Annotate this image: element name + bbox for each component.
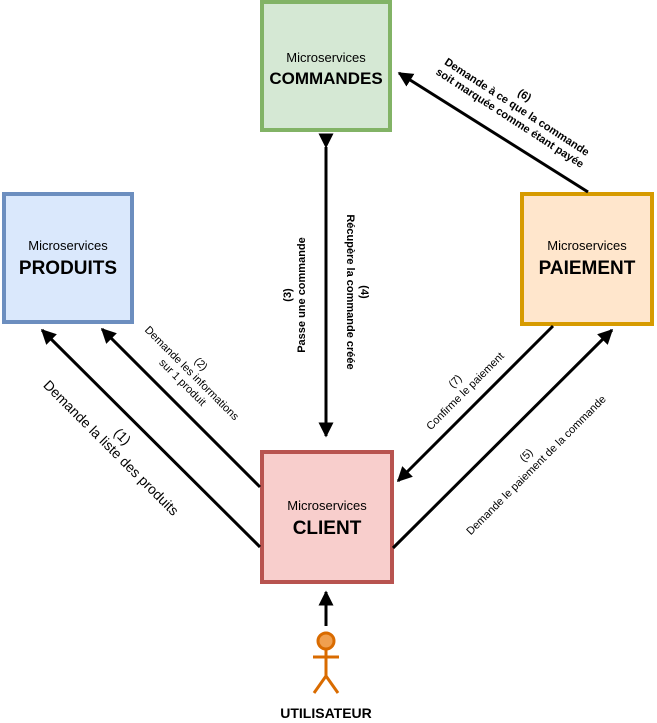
edge-5-text: Demande le paiement de la commande (464, 393, 608, 537)
edge-label-2: (2) Demande les informations sur 1 produ… (142, 324, 241, 423)
box-client-rect (260, 450, 394, 584)
box-produits-sub: Microservices (28, 238, 108, 253)
box-produits-title: PRODUITS (19, 258, 117, 279)
edge-3-text: Passe une commande (296, 237, 308, 353)
edge-4-text: Récupère la commande créée (344, 214, 356, 369)
edge-7-text: Confirme le paiement (424, 350, 506, 432)
arrow-5 (391, 328, 614, 550)
actor-label: UTILISATEUR (280, 705, 372, 721)
box-commandes: Microservices COMMANDES (260, 0, 392, 132)
actor-icon (312, 631, 340, 694)
edge-2-line1: Demande les informations (142, 324, 241, 423)
box-paiement-title: PAIEMENT (539, 258, 636, 279)
box-commandes-rect (260, 0, 392, 132)
box-paiement-sub: Microservices (547, 238, 627, 253)
box-paiement: Microservices PAIEMENT (520, 192, 654, 326)
arrow-7 (396, 324, 555, 483)
box-commandes-sub: Microservices (286, 50, 366, 65)
edge-6-line2: soit marquée comme étant payée (433, 66, 585, 171)
box-produits: Microservices PRODUITS (2, 192, 134, 324)
edge-6-line1: Demande à ce que la commande (442, 56, 591, 159)
edge-label-1: (1) Demande la liste des produits (40, 377, 182, 519)
box-client-sub: Microservices (287, 498, 367, 513)
box-client-title: CLIENT (293, 518, 362, 539)
edge-4-num: (4) (358, 285, 370, 299)
edge-label-4: (4) Récupère la commande créée (344, 214, 370, 369)
edge-label-3: (3) Passe une commande (282, 237, 308, 353)
arrow-2 (100, 327, 262, 489)
arrow-1 (40, 328, 262, 549)
box-client: Microservices CLIENT (260, 450, 394, 584)
arrow-6 (397, 71, 589, 194)
box-produits-rect (2, 192, 134, 324)
edge-label-6: (6) Demande à ce que la commande soit ma… (433, 56, 591, 171)
box-commandes-title: COMMANDES (269, 69, 382, 88)
edge-label-5: (5) Demande le paiement de la commande (464, 393, 608, 537)
box-paiement-rect (520, 192, 654, 326)
edge-3-num: (3) (282, 288, 294, 302)
